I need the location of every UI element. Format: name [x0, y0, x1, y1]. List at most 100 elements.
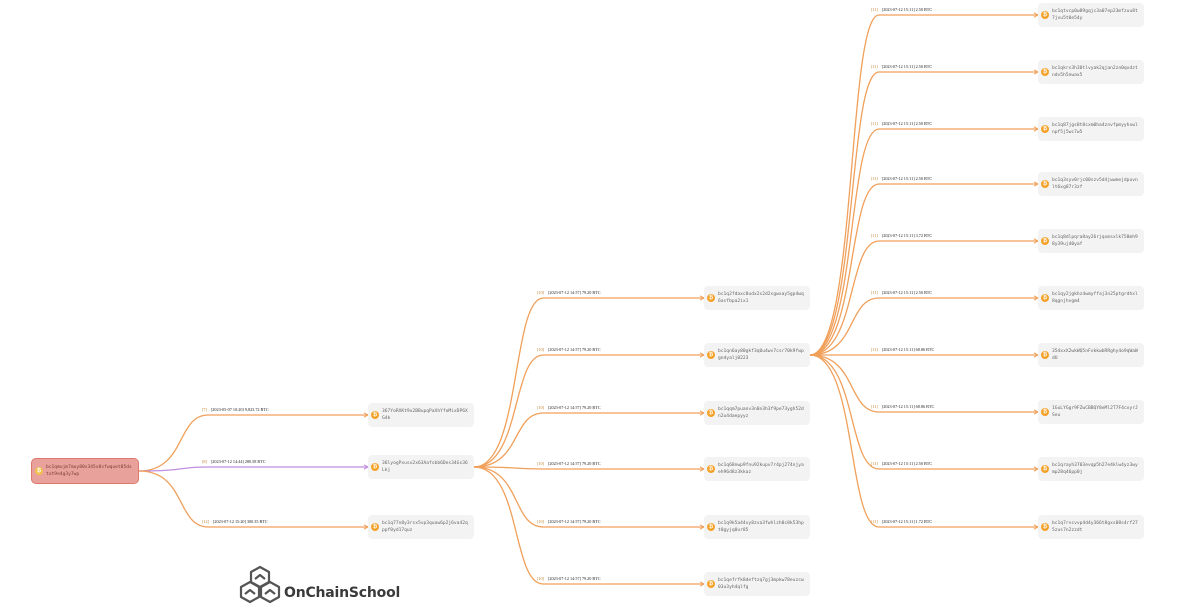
level3-address-node[interactable]: ₿bc1q7rvcvvp4d4y366t8gxs08s4rf275zus7n2z…	[1038, 515, 1144, 539]
bitcoin-icon: ₿	[371, 523, 379, 531]
address-text: bc1q77n8y3rsx5vp3quaw6p2j6va42qppf0yd17q…	[382, 520, 468, 533]
edge-layer	[138, 12, 1040, 587]
sequence-number: [11]	[871, 176, 878, 181]
address-text: bc1q3syv0rjc00szv5d4jwwmejdpuvnlt6xg87r3…	[1052, 177, 1138, 190]
sequence-number: [11]	[871, 404, 878, 409]
level3-edge[interactable]	[809, 71, 1038, 356]
address-text: bc1qrayh3703evqp5h27e4klw4yz3wymp28q46pp…	[1052, 462, 1138, 475]
level3-address-node[interactable]: ₿bc1q87jgs8t8cxm0ha4znvfpmyyhxwlnpf5j5wc…	[1038, 117, 1144, 141]
level2-edge[interactable]	[473, 354, 704, 468]
address-text: bc1qkrs3h30tlvyak2qjan2zn0qxdztndv5h5nwa…	[1052, 65, 1138, 78]
level3-address-node[interactable]: ₿bc1qrayh3703evqp5h27e4klw4yz3wymp28q46p…	[1038, 457, 1144, 481]
level2-edge[interactable]	[473, 412, 704, 468]
level2-edge[interactable]	[473, 297, 704, 468]
bitcoin-icon: ₿	[707, 580, 715, 588]
level1-edge[interactable]	[138, 466, 368, 472]
level3-edge-label: [11][2023-07-12 15:11] 2.50 BTC	[871, 121, 932, 127]
level1-address-node[interactable]: ₿bc1q77n8y3rsx5vp3quaw6p2j6va42qppf0yd17…	[368, 515, 474, 539]
sequence-number: [10]	[537, 576, 544, 581]
transfer-text: [2023-07-12 14:57] 79.20 BTC	[547, 519, 601, 524]
address-text: bc1qy2jgkhz4wmyffaj3n25ptgrdhxl8qgnjhvgm…	[1052, 291, 1138, 304]
brand-name: OnChainSchool	[284, 585, 401, 601]
root-address-node[interactable]: ₿bc1qmujm7muy80s345v8sfwquet85dstxt9e4g3…	[31, 458, 139, 484]
sequence-number: [10]	[537, 461, 544, 466]
transfer-text: [2023-07-12 15:11] 3.72 BTC	[881, 233, 933, 238]
address-text: 1GuLYGgr9FZwCBBQY8eMl2T7F4cxyrJSeu	[1052, 405, 1138, 418]
transfer-text: [2023-07-12 14:57] 79.20 BTC	[547, 347, 601, 352]
bitcoin-icon: ₿	[1041, 523, 1049, 531]
sequence-number: [11]	[871, 7, 878, 12]
level3-edge[interactable]	[809, 14, 1038, 356]
bitcoin-icon: ₿	[1041, 237, 1049, 245]
level2-edge-label: [10][2023-07-12 14:57] 79.20 BTC	[537, 519, 601, 525]
transfer-text: [2023-07-12 14:57] 79.20 BTC	[547, 461, 601, 466]
level1-edge[interactable]	[138, 414, 368, 472]
level3-edge-label: [11][2023-07-12 15:11] 3.72 BTC	[871, 233, 932, 239]
bitcoin-icon: ₿	[707, 409, 715, 417]
bitcoin-icon: ₿	[1041, 125, 1049, 133]
level3-edge[interactable]	[809, 354, 1038, 470]
level3-edge[interactable]	[809, 183, 1038, 356]
level3-edge[interactable]	[809, 128, 1038, 356]
level2-edge[interactable]	[473, 466, 704, 470]
bitcoin-icon: ₿	[707, 523, 715, 531]
sequence-number: [10]	[537, 405, 544, 410]
level3-address-node[interactable]: ₿354xxX2wkWQ5nFxkkwbRRghy4o9qWaWdU	[1038, 343, 1144, 367]
level3-edge[interactable]	[809, 354, 1038, 413]
level2-edge[interactable]	[473, 466, 704, 528]
address-text: 36lyogPxusx2x63Aafsbb6Des34Gs36Lkj	[382, 460, 468, 473]
transfer-text: [2023-07-12 15:11] 2.50 BTC	[881, 121, 933, 126]
address-text: bc1q8dlpqra8ay26rjqxmsxlk758mh98y39uj40y…	[1052, 234, 1138, 247]
sequence-number: [11]	[871, 290, 878, 295]
address-text: bc1q2fdaxc8udx2s2d2sgwxay5gp4wq6asfbpa2i…	[718, 291, 804, 304]
level1-address-node[interactable]: ₿367YoRXKt9x2BBupqPaXhYfoMixDP6XG4k	[368, 403, 474, 427]
level2-address-node[interactable]: ₿bc1qefrfk8deftzq7gj3mpkw78euzcw03u3yh4q…	[704, 572, 810, 596]
transfer-text: [2023-07-12 15:11] 2.50 BTC	[881, 7, 933, 12]
level3-address-node[interactable]: ₿bc1qkrs3h30tlvyak2qjan2zn0qxdztndv5h5nw…	[1038, 60, 1144, 84]
level3-address-node[interactable]: ₿1GuLYGgr9FZwCBBQY8eMl2T7F4cxyrJSeu	[1038, 400, 1144, 424]
level2-edge-label: [10][2023-07-12 14:57] 79.20 BTC	[537, 405, 601, 411]
level2-address-node[interactable]: ₿bc1qqm7puanv3n0n3h3f9pe73ygh52dn2u4daep…	[704, 401, 810, 425]
sequence-number: [11]	[871, 519, 878, 524]
transfer-text: [2023-07-12 15:11] 2.50 BTC	[881, 461, 933, 466]
transfer-text: [2023-07-12 15:11] 68.86 BTC	[881, 404, 935, 409]
bitcoin-icon: ₿	[1041, 294, 1049, 302]
address-text: bc1qn6ay80gkf3q0u4wv7csr70k9fwpgndyalj02…	[718, 348, 804, 361]
level2-address-node[interactable]: ₿bc1q68nwp9fnu92kupv7r4pj274njyaeh96d8z3…	[704, 457, 810, 481]
bitcoin-icon: ₿	[1041, 180, 1049, 188]
sequence-number: [10]	[537, 347, 544, 352]
level2-address-node[interactable]: ₿bc1q9k5a44xy8zva3fwhlzh0c8k53hpt0gyjq0u…	[704, 515, 810, 539]
bitcoin-icon: ₿	[1041, 351, 1049, 359]
level1-edge[interactable]	[138, 470, 368, 528]
level2-edge-label: [10][2023-07-12 14:57] 79.20 BTC	[537, 576, 601, 582]
level1-address-node[interactable]: ₿36lyogPxusx2x63Aafsbb6Des34Gs36Lkj	[368, 455, 474, 479]
transfer-text: [2023-07-12 15:11] 68.86 BTC	[881, 347, 935, 352]
transfer-text: [2023-07-12 15:11] 1.72 BTC	[881, 519, 933, 524]
level3-edge-label: [11][2023-07-12 15:11] 2.50 BTC	[871, 461, 932, 467]
address-text: bc1qefrfk8deftzq7gj3mpkw78euzcw03u3yh4ql…	[718, 577, 804, 590]
bitcoin-icon: ₿	[1041, 408, 1049, 416]
level2-address-node[interactable]: ₿bc1qn6ay80gkf3q0u4wv7csr70k9fwpgndyalj0…	[704, 343, 810, 367]
level3-address-node[interactable]: ₿bc1q8dlpqra8ay26rjqxmsxlk758mh98y39uj40…	[1038, 229, 1144, 253]
level2-address-node[interactable]: ₿bc1q2fdaxc8udx2s2d2sgwxay5gp4wq6asfbpa2…	[704, 286, 810, 310]
transfer-text: [2023-07-12 15:11] 2.50 BTC	[881, 176, 933, 181]
address-text: bc1qqm7puanv3n0n3h3f9pe73ygh52dn2u4daepy…	[718, 406, 804, 419]
level3-edge[interactable]	[809, 297, 1038, 356]
level3-address-node[interactable]: ₿bc1qtvcp0w89gqjc3a07ep23mfzuu8t7jvu5t0e…	[1038, 3, 1144, 27]
address-text: bc1qtvcp0w89gqjc3a07ep23mfzuu8t7jvu5t0e5…	[1052, 8, 1138, 21]
bitcoin-icon: ₿	[371, 411, 379, 419]
level3-address-node[interactable]: ₿bc1qy2jgkhz4wmyffaj3n25ptgrdhxl8qgnjhvg…	[1038, 286, 1144, 310]
sequence-number: [11]	[871, 121, 878, 126]
transfer-text: [2023-07-12 14:57] 79.20 BTC	[547, 576, 601, 581]
level2-edge[interactable]	[473, 466, 704, 585]
level3-edge[interactable]	[809, 354, 1038, 528]
level3-edge[interactable]	[809, 240, 1038, 356]
level3-edge-label: [11][2023-07-12 15:11] 68.86 BTC	[871, 404, 934, 410]
address-text: 367YoRXKt9x2BBupqPaXhYfoMixDP6XG4k	[382, 408, 468, 421]
transfer-text: [2023-07-12 14:57] 79.20 BTC	[547, 405, 601, 410]
transfer-text: [2023-07-12 14:57] 79.20 BTC	[547, 290, 601, 295]
level3-edge-label: [11][2023-07-12 15:11] 2.50 BTC	[871, 290, 932, 296]
level3-address-node[interactable]: ₿bc1q3syv0rjc00szv5d4jwwmejdpuvnlt6xg87r…	[1038, 172, 1144, 196]
address-text: bc1q9k5a44xy8zva3fwhlzh0c8k53hpt0gyjq0ur…	[718, 520, 804, 533]
